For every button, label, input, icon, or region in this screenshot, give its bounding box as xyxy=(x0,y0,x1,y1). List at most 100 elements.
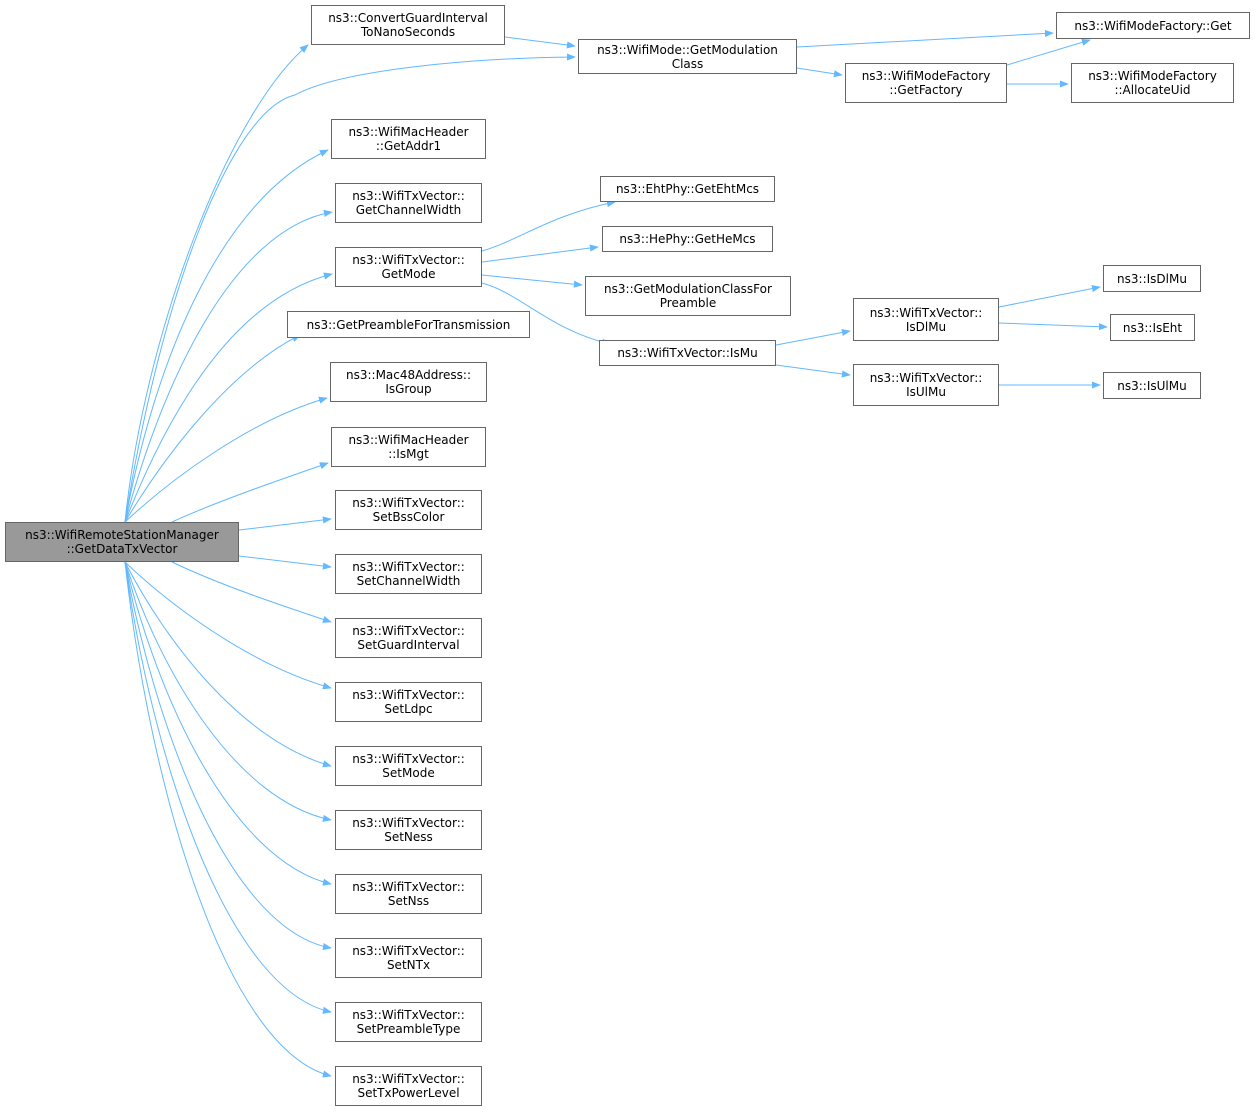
node-label-line-1: ns3::WifiRemoteStationManager xyxy=(25,528,219,542)
edge-root-to-set-mode xyxy=(124,561,332,768)
node-get-channel-width[interactable]: ns3::WifiTxVector::GetChannelWidth xyxy=(335,183,482,223)
node-label-line-1: ns3::WifiTxVector:: xyxy=(352,816,465,830)
edge-get-mod-class-to-get-factory xyxy=(796,67,843,78)
node-label-line-2: SetTxPowerLevel xyxy=(357,1086,460,1100)
root-node: ns3::WifiRemoteStationManager::GetDataTx… xyxy=(5,522,239,562)
node-label-line-2: SetNTx xyxy=(386,958,431,972)
node-label-line-1: ns3::WifiModeFactory xyxy=(1088,69,1217,83)
node-label-line-1: ns3::WifiTxVector:: xyxy=(352,1008,465,1022)
node-label-line-2: IsUlMu xyxy=(906,385,946,399)
node-get-addr1[interactable]: ns3::WifiMacHeader::GetAddr1 xyxy=(331,119,486,159)
node-is-mu[interactable]: ns3::WifiTxVector::IsMu xyxy=(599,340,776,366)
node-label-line-1: ns3::IsEht xyxy=(1122,320,1183,335)
edge-root-to-set-bss-color xyxy=(238,516,332,531)
edge-get-factory-to-factory-get xyxy=(1006,38,1091,66)
edge-root-to-set-nss xyxy=(124,561,332,886)
node-label-line-2: SetPreambleType xyxy=(356,1022,461,1036)
node-label-line-1: ns3::WifiTxVector:: xyxy=(352,752,465,766)
edge-root-to-convert-gi xyxy=(124,44,309,523)
node-label-line-1: ns3::WifiTxVector:: xyxy=(352,560,465,574)
node-set-preamble-type[interactable]: ns3::WifiTxVector::SetPreambleType xyxy=(335,1002,482,1042)
node-label-line-2: GetChannelWidth xyxy=(355,203,462,217)
edge-root-to-get-mode xyxy=(124,272,333,523)
node-label-line-2: SetNess xyxy=(384,830,433,844)
node-label-line-2: SetBssColor xyxy=(372,510,445,524)
edge-get-mod-class-to-factory-get xyxy=(796,29,1054,48)
node-get-he-mcs[interactable]: ns3::HePhy::GetHeMcs xyxy=(602,226,773,252)
edge-root-to-set-ness xyxy=(124,561,332,822)
edge-is-dl-mu-vec-to-is-dl-mu xyxy=(998,285,1101,308)
node-label-line-1: ns3::HePhy::GetHeMcs xyxy=(619,232,756,246)
edge-get-mode-to-get-eht-mcs xyxy=(481,200,616,252)
edge-is-dl-mu-vec-to-is-eht xyxy=(998,322,1108,331)
node-label-line-1: ns3::GetModulationClassFor xyxy=(604,282,772,296)
node-get-preamble-tx[interactable]: ns3::GetPreambleForTransmission xyxy=(287,311,530,338)
node-label-line-2: IsDlMu xyxy=(905,319,947,334)
node-get-mode[interactable]: ns3::WifiTxVector::GetMode xyxy=(335,247,482,287)
edge-root-to-set-tx-power-level xyxy=(124,561,332,1078)
node-is-group[interactable]: ns3::Mac48Address::IsGroup xyxy=(330,362,487,402)
node-label-line-2: Class xyxy=(671,56,704,71)
edges-layer xyxy=(124,29,1108,1078)
node-label-line-1: ns3::WifiTxVector:: xyxy=(352,624,465,638)
node-is-mgt[interactable]: ns3::WifiMacHeader::IsMgt xyxy=(331,427,486,467)
node-label-line-2: ::GetDataTxVector xyxy=(66,542,178,556)
node-label-line-2: ::GetFactory xyxy=(889,83,963,97)
node-label-line-2: ::IsMgt xyxy=(388,447,429,461)
node-label-line-1: ns3::WifiTxVector:: xyxy=(352,496,465,510)
node-set-ldpc[interactable]: ns3::WifiTxVector::SetLdpc xyxy=(335,682,482,722)
node-set-channel-width[interactable]: ns3::WifiTxVector::SetChannelWidth xyxy=(335,554,482,594)
node-get-factory[interactable]: ns3::WifiModeFactory::GetFactory xyxy=(845,63,1007,103)
node-label-line-1: ns3::WifiTxVector:: xyxy=(352,189,465,203)
node-set-ness[interactable]: ns3::WifiTxVector::SetNess xyxy=(335,810,482,850)
edge-root-to-set-ntx xyxy=(124,561,332,951)
node-label-line-2: ::GetAddr1 xyxy=(375,139,442,153)
edge-root-to-get-preamble-tx xyxy=(124,334,301,523)
node-factory-get[interactable]: ns3::WifiModeFactory::Get xyxy=(1056,12,1250,39)
node-label-line-1: ns3::WifiMacHeader xyxy=(348,433,469,447)
node-label-line-2: IsGroup xyxy=(385,382,432,396)
edge-is-mu-to-is-ul-mu-vec xyxy=(775,364,851,378)
node-set-bss-color[interactable]: ns3::WifiTxVector::SetBssColor xyxy=(335,490,482,530)
node-is-ul-mu-vec[interactable]: ns3::WifiTxVector::IsUlMu xyxy=(853,364,999,406)
node-label-line-1: ns3::WifiTxVector:: xyxy=(869,371,983,385)
node-set-ntx[interactable]: ns3::WifiTxVector::SetNTx xyxy=(335,938,482,978)
node-label-line-2: ToNanoSeconds xyxy=(360,25,456,39)
edge-root-to-get-mod-class xyxy=(124,53,576,523)
edge-root-to-set-guard-interval xyxy=(171,561,332,623)
node-is-dl-mu[interactable]: ns3::IsDlMu xyxy=(1103,265,1201,292)
edge-root-to-get-channel-width xyxy=(124,209,333,523)
node-allocate-uid[interactable]: ns3::WifiModeFactory::AllocateUid xyxy=(1071,63,1234,103)
edge-root-to-get-addr1 xyxy=(124,149,329,523)
node-label-line-2: SetChannelWidth xyxy=(356,574,461,588)
node-set-guard-interval[interactable]: ns3::WifiTxVector::SetGuardInterval xyxy=(335,618,482,658)
node-is-ul-mu[interactable]: ns3::IsUlMu xyxy=(1103,372,1201,399)
node-label-line-1: ns3::WifiMode::GetModulation xyxy=(597,42,778,57)
node-label-line-1: ns3::WifiTxVector:: xyxy=(352,880,465,894)
node-get-eht-mcs[interactable]: ns3::EhtPhy::GetEhtMcs xyxy=(600,176,775,202)
node-label-line-1: ns3::WifiModeFactory::Get xyxy=(1074,18,1232,33)
edge-root-to-is-mgt xyxy=(171,462,329,523)
edge-get-mode-to-is-mu xyxy=(481,282,611,346)
node-is-dl-mu-vec[interactable]: ns3::WifiTxVector::IsDlMu xyxy=(853,298,999,341)
node-label-line-2: SetLdpc xyxy=(384,702,433,716)
edge-root-to-set-preamble-type xyxy=(124,561,332,1014)
node-label-line-1: ns3::WifiTxVector:: xyxy=(352,944,465,958)
node-label-line-1: ns3::ConvertGuardInterval xyxy=(328,11,488,25)
edge-root-to-set-channel-width xyxy=(238,555,332,570)
node-set-nss[interactable]: ns3::WifiTxVector::SetNss xyxy=(335,874,482,914)
node-label-line-1: ns3::WifiTxVector:: xyxy=(352,1072,465,1086)
edge-get-mode-to-get-he-mcs xyxy=(481,244,599,263)
node-label-line-1: ns3::IsDlMu xyxy=(1117,271,1187,286)
edge-root-to-is-group xyxy=(124,396,328,523)
node-label-line-1: ns3::WifiMacHeader xyxy=(348,125,469,139)
node-label-line-1: ns3::WifiTxVector::IsMu xyxy=(617,346,758,360)
node-label-line-1: ns3::Mac48Address:: xyxy=(345,368,472,382)
node-set-tx-power-level[interactable]: ns3::WifiTxVector::SetTxPowerLevel xyxy=(335,1066,482,1106)
node-is-eht[interactable]: ns3::IsEht xyxy=(1110,314,1195,341)
node-set-mode[interactable]: ns3::WifiTxVector::SetMode xyxy=(335,746,482,786)
